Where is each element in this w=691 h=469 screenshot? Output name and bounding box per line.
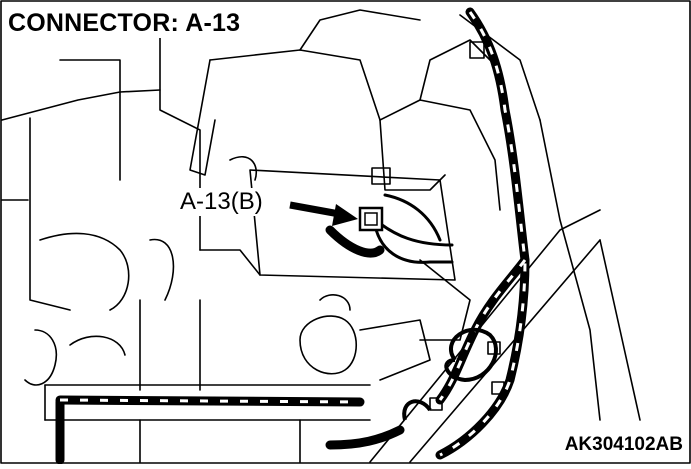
connector-wire	[383, 193, 442, 242]
bracket-panel	[249, 169, 456, 281]
hose-outline	[24, 329, 57, 386]
frame-rail	[139, 419, 301, 463]
hose-outline	[39, 232, 130, 311]
component-outline	[319, 294, 351, 311]
fender-line	[539, 119, 601, 421]
callout-arrowhead	[332, 204, 358, 226]
fender-line	[599, 239, 641, 421]
wiring-harness	[55, 395, 365, 407]
component-outline	[419, 259, 471, 341]
page-title: CONNECTOR: A-13	[6, 8, 245, 38]
connector-wire	[373, 223, 454, 264]
engine-outline	[209, 49, 381, 121]
connector-wire	[376, 220, 454, 247]
engine-outline	[299, 9, 421, 51]
hose-outline	[69, 335, 126, 356]
component-outline	[359, 319, 431, 381]
engine-outline	[199, 249, 261, 276]
engine-outline	[1, 59, 121, 201]
engine-outline	[159, 29, 201, 251]
fender-line	[369, 209, 601, 463]
a13-connector	[358, 206, 384, 232]
engine-outline	[29, 117, 71, 311]
component-outline	[299, 315, 357, 375]
engine-outline	[1, 89, 161, 121]
engine-outline	[379, 119, 446, 191]
hose-outline	[229, 156, 257, 181]
pipe-outline	[139, 299, 201, 391]
harness-loop	[444, 327, 498, 383]
connector-outline	[469, 41, 485, 59]
wiring-harness	[325, 225, 385, 258]
figure-code: AK304102AB	[562, 434, 685, 456]
frame-rail	[44, 384, 371, 421]
callout-label: A-13(B)	[178, 188, 265, 216]
engine-outline	[189, 59, 216, 176]
wiring-harness	[325, 425, 405, 450]
engine-outline	[419, 39, 501, 101]
harness-loop	[402, 399, 432, 421]
engine-outline	[379, 99, 501, 211]
connector-outline	[371, 167, 391, 185]
hose-outline	[149, 238, 175, 301]
fender-line	[409, 239, 601, 463]
